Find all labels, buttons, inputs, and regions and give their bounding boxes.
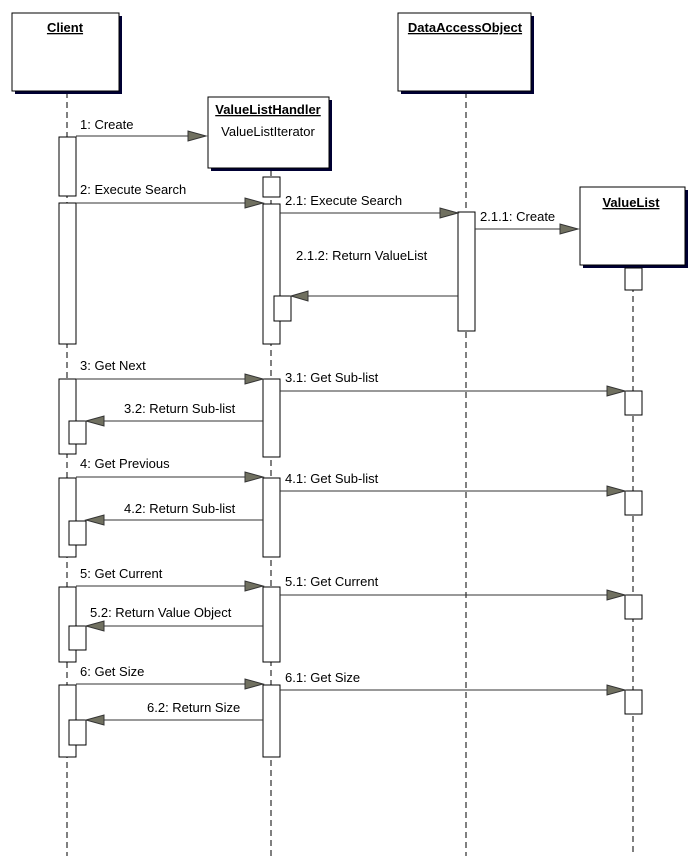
svg-text:6.1: Get Size: 6.1: Get Size [285,670,360,685]
client-activation [58,136,77,197]
client-return-activation [68,520,87,546]
svg-text:5.1: Get Current: 5.1: Get Current [285,574,379,589]
dao-activation [457,211,476,332]
svg-text:3.2: Return Sub-list: 3.2: Return Sub-list [124,401,236,416]
message-4-2-return-sub-list: 4.2: Return Sub-list [84,501,263,526]
svg-text:2.1.2: Return ValueList: 2.1.2: Return ValueList [296,248,428,263]
client-object-title: Client [47,20,84,35]
dao-object[interactable]: DataAccessObject [397,12,534,94]
client-object[interactable]: Client [11,12,122,94]
handler-activation [262,378,281,458]
client-return-activation [68,625,87,651]
message-2-1-1-create: 2.1.1: Create [475,209,580,235]
message-3-get-next: 3: Get Next [76,358,265,385]
message-5-2-return-value-object: 5.2: Return Value Object [84,605,263,632]
svg-text:2.1: Execute Search: 2.1: Execute Search [285,193,402,208]
svg-text:5.2: Return Value Object: 5.2: Return Value Object [90,605,232,620]
message-6-2-return-size: 6.2: Return Size [84,700,263,726]
message-3-1-get-sub-list: 3.1: Get Sub-list [280,370,627,397]
svg-text:2.1.1: Create: 2.1.1: Create [480,209,555,224]
message-1-create: 1: Create [76,117,208,142]
handler-activation [262,203,281,345]
svg-text:4.2: Return Sub-list: 4.2: Return Sub-list [124,501,236,516]
message-2-1-2-return-valuelist: 2.1.2: Return ValueList [289,248,458,302]
message-4-1-get-sub-list: 4.1: Get Sub-list [280,471,627,497]
svg-text:4.1: Get Sub-list: 4.1: Get Sub-list [285,471,379,486]
message-5-1-get-current: 5.1: Get Current [280,574,627,601]
handler-return-activation [273,295,292,322]
message-6-get-size: 6: Get Size [76,664,265,690]
handler-activation [262,477,281,558]
valuelist-activation [624,490,643,516]
handler-object[interactable]: ValueListHandler ValueListIterator [207,96,332,171]
handler-activation [262,176,281,198]
svg-text:3.1: Get Sub-list: 3.1: Get Sub-list [285,370,379,385]
svg-text:6.2: Return Size: 6.2: Return Size [147,700,240,715]
handler-activation [262,586,281,663]
client-activation [58,586,77,663]
handler-activation [262,684,281,758]
message-5-get-current: 5: Get Current [76,566,265,592]
handler-object-subtitle: ValueListIterator [221,124,315,139]
svg-text:5: Get Current: 5: Get Current [80,566,163,581]
dao-object-title: DataAccessObject [408,20,523,35]
message-2-1-execute-search: 2.1: Execute Search [280,193,460,219]
svg-text:1: Create: 1: Create [80,117,133,132]
message-6-1-get-size: 6.1: Get Size [280,670,627,696]
valuelist-activation [624,267,643,291]
client-return-activation [68,420,87,445]
valuelist-activation [624,594,643,620]
valuelist-activation [624,390,643,416]
svg-text:2: Execute Search: 2: Execute Search [80,182,186,197]
svg-text:3: Get Next: 3: Get Next [80,358,146,373]
valuelist-object-title: ValueList [602,195,660,210]
message-4-get-previous: 4: Get Previous [76,456,265,483]
valuelist-activation [624,689,643,715]
svg-text:6: Get Size: 6: Get Size [80,664,144,679]
message-2-execute-search: 2: Execute Search [76,182,265,209]
valuelist-object[interactable]: ValueList [579,186,688,268]
client-return-activation [68,719,87,746]
message-3-2-return-sub-list: 3.2: Return Sub-list [84,401,263,427]
svg-text:4: Get Previous: 4: Get Previous [80,456,170,471]
client-activation [58,202,77,345]
handler-object-title: ValueListHandler [215,102,320,117]
